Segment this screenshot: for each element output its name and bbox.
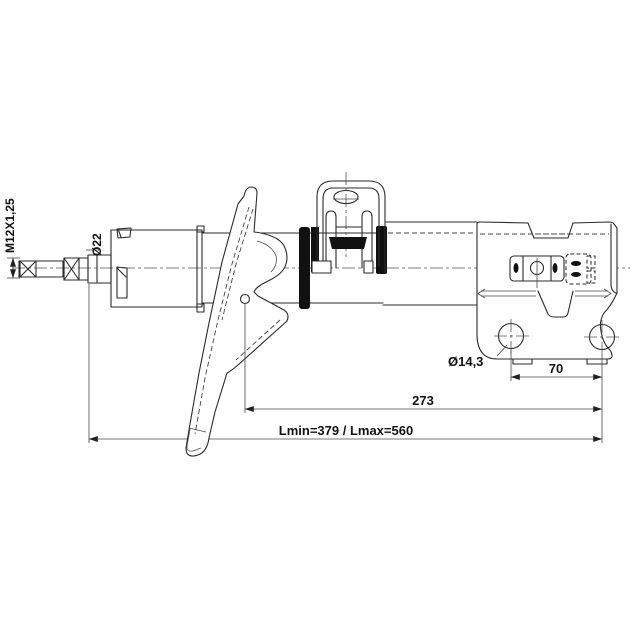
bracket-plate <box>509 255 565 288</box>
mounting-holes <box>494 319 620 355</box>
bracket-length-label: 273 <box>412 393 434 408</box>
hole-diameter-label: Ø14,3 <box>448 354 483 369</box>
reserve-tube <box>201 221 609 306</box>
rod-diameter-label: Ø22 <box>90 233 104 256</box>
bracket-hidden-clamp <box>565 253 596 285</box>
labels: M12X1,25 Ø22 Ø14,3 70 273 Lmin=379 / Lma… <box>3 198 563 438</box>
spring-seat-arm <box>185 186 289 457</box>
dimension-lines-under <box>88 406 603 442</box>
clevis-bracket <box>311 172 386 274</box>
clevis-rubber-pad <box>329 237 367 249</box>
arm-pivot-hole <box>239 293 251 305</box>
thread-spec-label: M12X1,25 <box>3 198 17 253</box>
dimensions <box>7 249 603 443</box>
clevis-hole <box>333 189 359 205</box>
hole-spacing-label: 70 <box>549 361 563 376</box>
length-range-label: Lmin=379 / Lmax=560 <box>279 423 413 438</box>
strut-body <box>110 225 205 313</box>
piston-rod <box>18 254 112 284</box>
mounting-bracket <box>476 221 620 365</box>
